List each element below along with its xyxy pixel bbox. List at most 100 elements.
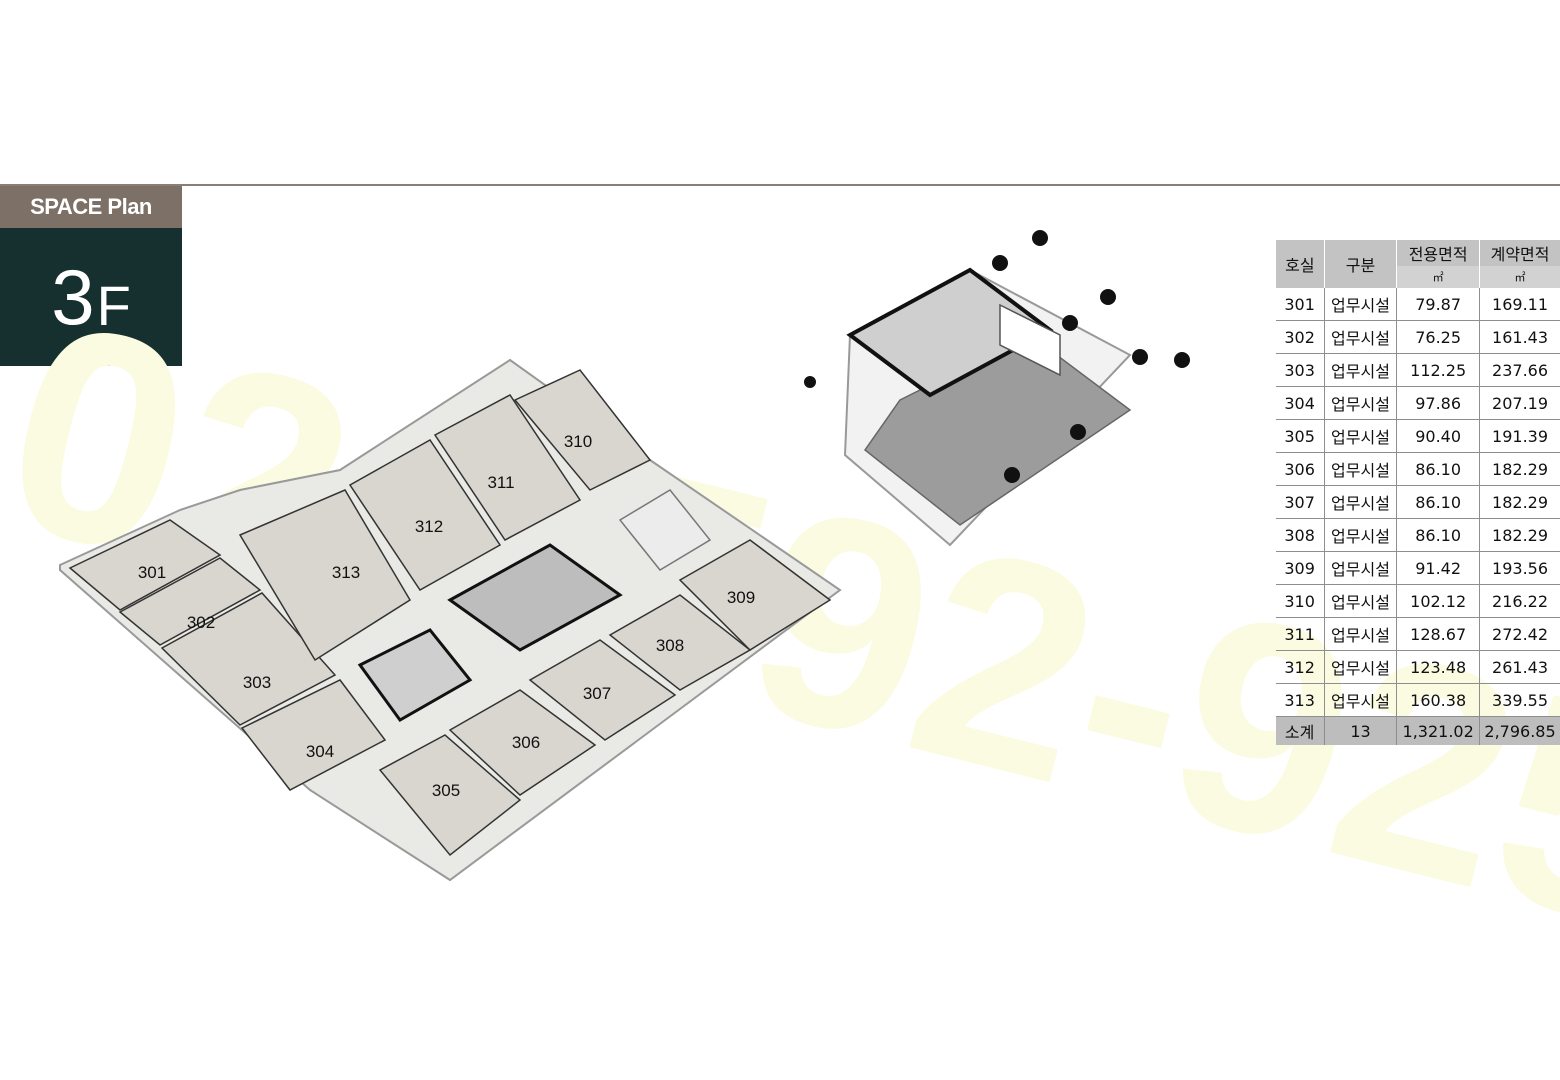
table-row: 303 업무시설 112.25 237.66 [1275,353,1560,387]
room-label-303: 303 [243,673,271,692]
cell-exclusive: 79.87 [1396,288,1480,321]
table-row: 310 업무시설 102.12 216.22 [1275,584,1560,618]
cell-contract: 161.43 [1479,320,1560,354]
floor-number: 3 [51,253,95,341]
floor-plan-main: 301 302 303 304 305 306 307 308 309 310 … [59,358,842,882]
cell-room: 311 [1275,617,1325,651]
header-exclusive-unit: ㎡ [1396,266,1480,288]
cell-contract: 339.55 [1479,683,1560,717]
cell-exclusive: 97.86 [1396,386,1480,420]
cell-contract: 182.29 [1479,485,1560,519]
table-row: 308 업무시설 86.10 182.29 [1275,518,1560,552]
room-label-302: 302 [187,613,215,632]
cell-type: 업무시설 [1323,551,1397,585]
cell-exclusive: 128.67 [1396,617,1480,651]
cell-contract: 272.42 [1479,617,1560,651]
cell-room: 305 [1275,419,1325,453]
cell-room: 309 [1275,551,1325,585]
total-exclusive: 1,321.02 [1396,716,1480,745]
cell-room: 312 [1275,650,1325,684]
column-marker [1132,349,1148,365]
header-exclusive-area: 전용면적 [1396,240,1480,266]
cell-contract: 237.66 [1479,353,1560,387]
cell-room: 307 [1275,485,1325,519]
column-marker [1174,352,1190,368]
cell-contract: 193.56 [1479,551,1560,585]
table-row: 307 업무시설 86.10 182.29 [1275,485,1560,519]
floor-badge: 3 F [0,228,182,366]
table-row: 309 업무시설 91.42 193.56 [1275,551,1560,585]
cell-room: 313 [1275,683,1325,717]
room-label-305: 305 [432,781,460,800]
cell-contract: 191.39 [1479,419,1560,453]
cell-type: 업무시설 [1323,485,1397,519]
room-label-313: 313 [332,563,360,582]
cell-contract: 261.43 [1479,650,1560,684]
header-contract-unit: ㎡ [1479,266,1560,288]
cell-exclusive: 160.38 [1396,683,1480,717]
room-label-309: 309 [727,588,755,607]
cell-type: 업무시설 [1323,419,1397,453]
cell-contract: 182.29 [1479,518,1560,552]
cell-exclusive: 86.10 [1396,485,1480,519]
cell-exclusive: 76.25 [1396,320,1480,354]
table-total-row: 소계 13 1,321.02 2,796.85 [1275,716,1560,745]
header-type: 구분 [1323,240,1397,288]
cell-type: 업무시설 [1323,584,1397,618]
section-label: SPACE Plan [0,186,182,228]
room-label-301: 301 [138,563,166,582]
cell-type: 업무시설 [1323,386,1397,420]
cell-type: 업무시설 [1323,650,1397,684]
room-label-304: 304 [306,742,334,761]
cell-type: 업무시설 [1323,452,1397,486]
column-marker [1070,424,1086,440]
cell-exclusive: 86.10 [1396,518,1480,552]
cell-room: 302 [1275,320,1325,354]
table-row: 302 업무시설 76.25 161.43 [1275,320,1560,354]
total-count: 13 [1323,716,1397,745]
column-marker [1032,230,1048,246]
table-row: 312 업무시설 123.48 261.43 [1275,650,1560,684]
table-row: 305 업무시설 90.40 191.39 [1275,419,1560,453]
cell-type: 업무시설 [1323,518,1397,552]
cell-room: 301 [1275,288,1325,321]
header-divider [0,184,1560,186]
cell-room: 310 [1275,584,1325,618]
column-marker [1100,289,1116,305]
header-room: 호실 [1275,240,1325,288]
room-label-310: 310 [564,432,592,451]
column-marker [992,255,1008,271]
room-label-307: 307 [583,684,611,703]
header-contract-area: 계약면적 [1479,240,1560,266]
table-row: 304 업무시설 97.86 207.19 [1275,386,1560,420]
cell-type: 업무시설 [1323,288,1397,321]
cell-type: 업무시설 [1323,320,1397,354]
column-marker [1062,315,1078,331]
cell-room: 304 [1275,386,1325,420]
column-marker [1004,467,1020,483]
cell-contract: 207.19 [1479,386,1560,420]
total-contract: 2,796.85 [1479,716,1560,745]
cell-contract: 216.22 [1479,584,1560,618]
cell-contract: 169.11 [1479,288,1560,321]
cell-type: 업무시설 [1323,617,1397,651]
cell-contract: 182.29 [1479,452,1560,486]
floor-plan-mini [804,230,1190,547]
area-table: 호실 구분 전용면적 계약면적 ㎡ ㎡ 301 업무시설 79.87 169.1… [1275,240,1560,745]
total-label: 소계 [1275,716,1325,745]
cell-type: 업무시설 [1323,353,1397,387]
cell-type: 업무시설 [1323,683,1397,717]
room-label-306: 306 [512,733,540,752]
room-label-311: 311 [487,473,514,492]
table-row: 313 업무시설 160.38 339.55 [1275,683,1560,717]
cell-exclusive: 90.40 [1396,419,1480,453]
cell-exclusive: 86.10 [1396,452,1480,486]
cell-room: 306 [1275,452,1325,486]
cell-room: 303 [1275,353,1325,387]
cell-exclusive: 102.12 [1396,584,1480,618]
table-row: 306 업무시설 86.10 182.29 [1275,452,1560,486]
table-row: 301 업무시설 79.87 169.11 [1275,288,1560,321]
room-label-308: 308 [656,636,684,655]
column-marker [804,376,816,388]
cell-room: 308 [1275,518,1325,552]
